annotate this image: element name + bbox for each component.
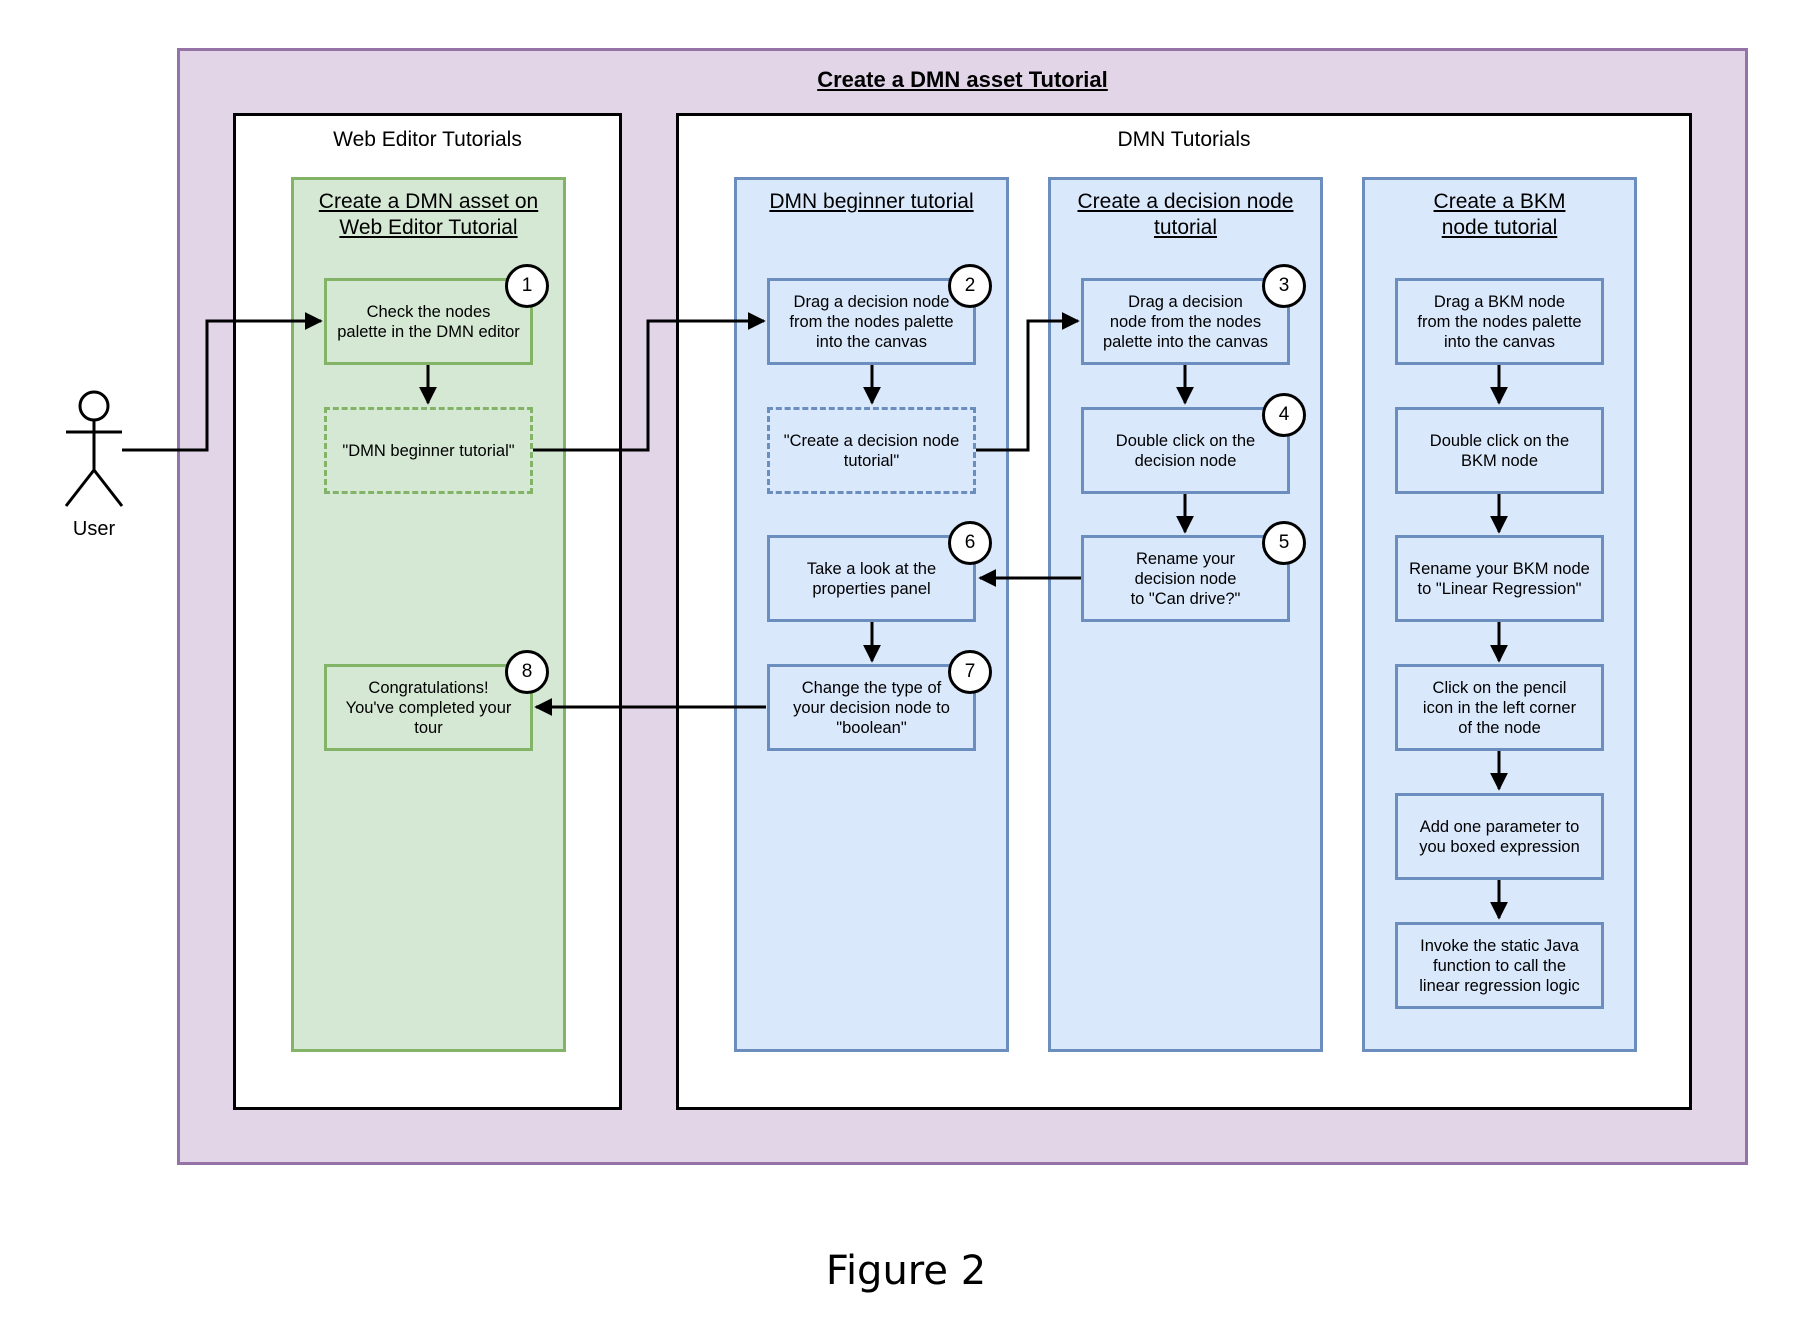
step-badge-6: 6 <box>948 521 992 565</box>
step-badge-2: 2 <box>948 264 992 308</box>
step-badge-4: 4 <box>1262 393 1306 437</box>
step-change-type: Change the type of your decision node to… <box>767 664 976 751</box>
step-badge-3: 3 <box>1262 264 1306 308</box>
ref-create-decision-node-tutorial: "Create a decision node tutorial" <box>767 407 976 494</box>
lane-dmn-beginner-title: DMN beginner tutorial <box>769 190 974 213</box>
edge-ref-beginner-to-step2 <box>532 312 766 452</box>
step-drag-decision-node-2: Drag a decision node from the nodes pale… <box>1081 278 1290 365</box>
step-badge-1: 1 <box>505 264 549 308</box>
figure-caption: Figure 2 <box>825 1248 987 1294</box>
lane-web-editor-asset-title: Create a DMN asset on Web Editor Tutoria… <box>318 190 539 239</box>
step-rename-bkm: Rename your BKM node to "Linear Regressi… <box>1395 535 1604 622</box>
step-double-click-decision: Double click on the decision node <box>1081 407 1290 494</box>
lane-decision-node-title: Create a decision node tutorial <box>1077 190 1294 239</box>
step-double-click-bkm: Double click on the BKM node <box>1395 407 1604 494</box>
step-badge-7: 7 <box>948 650 992 694</box>
step-properties-panel: Take a look at the properties panel <box>767 535 976 622</box>
user-actor-icon <box>64 390 124 507</box>
lane-bkm-node-title: Create a BKM node tutorial <box>1433 190 1566 239</box>
step-rename-decision: Rename your decision node to "Can drive?… <box>1081 535 1290 622</box>
outer-title: Create a DMN asset Tutorial <box>817 67 1108 92</box>
step-click-pencil: Click on the pencil icon in the left cor… <box>1395 664 1604 751</box>
step-congratulations: Congratulations! You've completed your t… <box>324 664 533 751</box>
frame-web-editor-title: Web Editor Tutorials <box>333 128 522 151</box>
step-drag-decision-node: Drag a decision node from the nodes pale… <box>767 278 976 365</box>
frame-dmn-title: DMN Tutorials <box>1117 128 1251 151</box>
step-check-palette: Check the nodes palette in the DMN edito… <box>324 278 533 365</box>
ref-dmn-beginner-tutorial: "DMN beginner tutorial" <box>324 407 533 494</box>
step-add-parameter: Add one parameter to you boxed expressio… <box>1395 793 1604 880</box>
edge-ref-decision-to-step3 <box>976 312 1080 452</box>
edge-user-to-step1 <box>122 312 323 452</box>
step-badge-8: 8 <box>505 650 549 694</box>
step-drag-bkm-node: Drag a BKM node from the nodes palette i… <box>1395 278 1604 365</box>
user-actor-label: User <box>72 518 116 540</box>
step-invoke-java: Invoke the static Java function to call … <box>1395 922 1604 1009</box>
step-badge-5: 5 <box>1262 521 1306 565</box>
